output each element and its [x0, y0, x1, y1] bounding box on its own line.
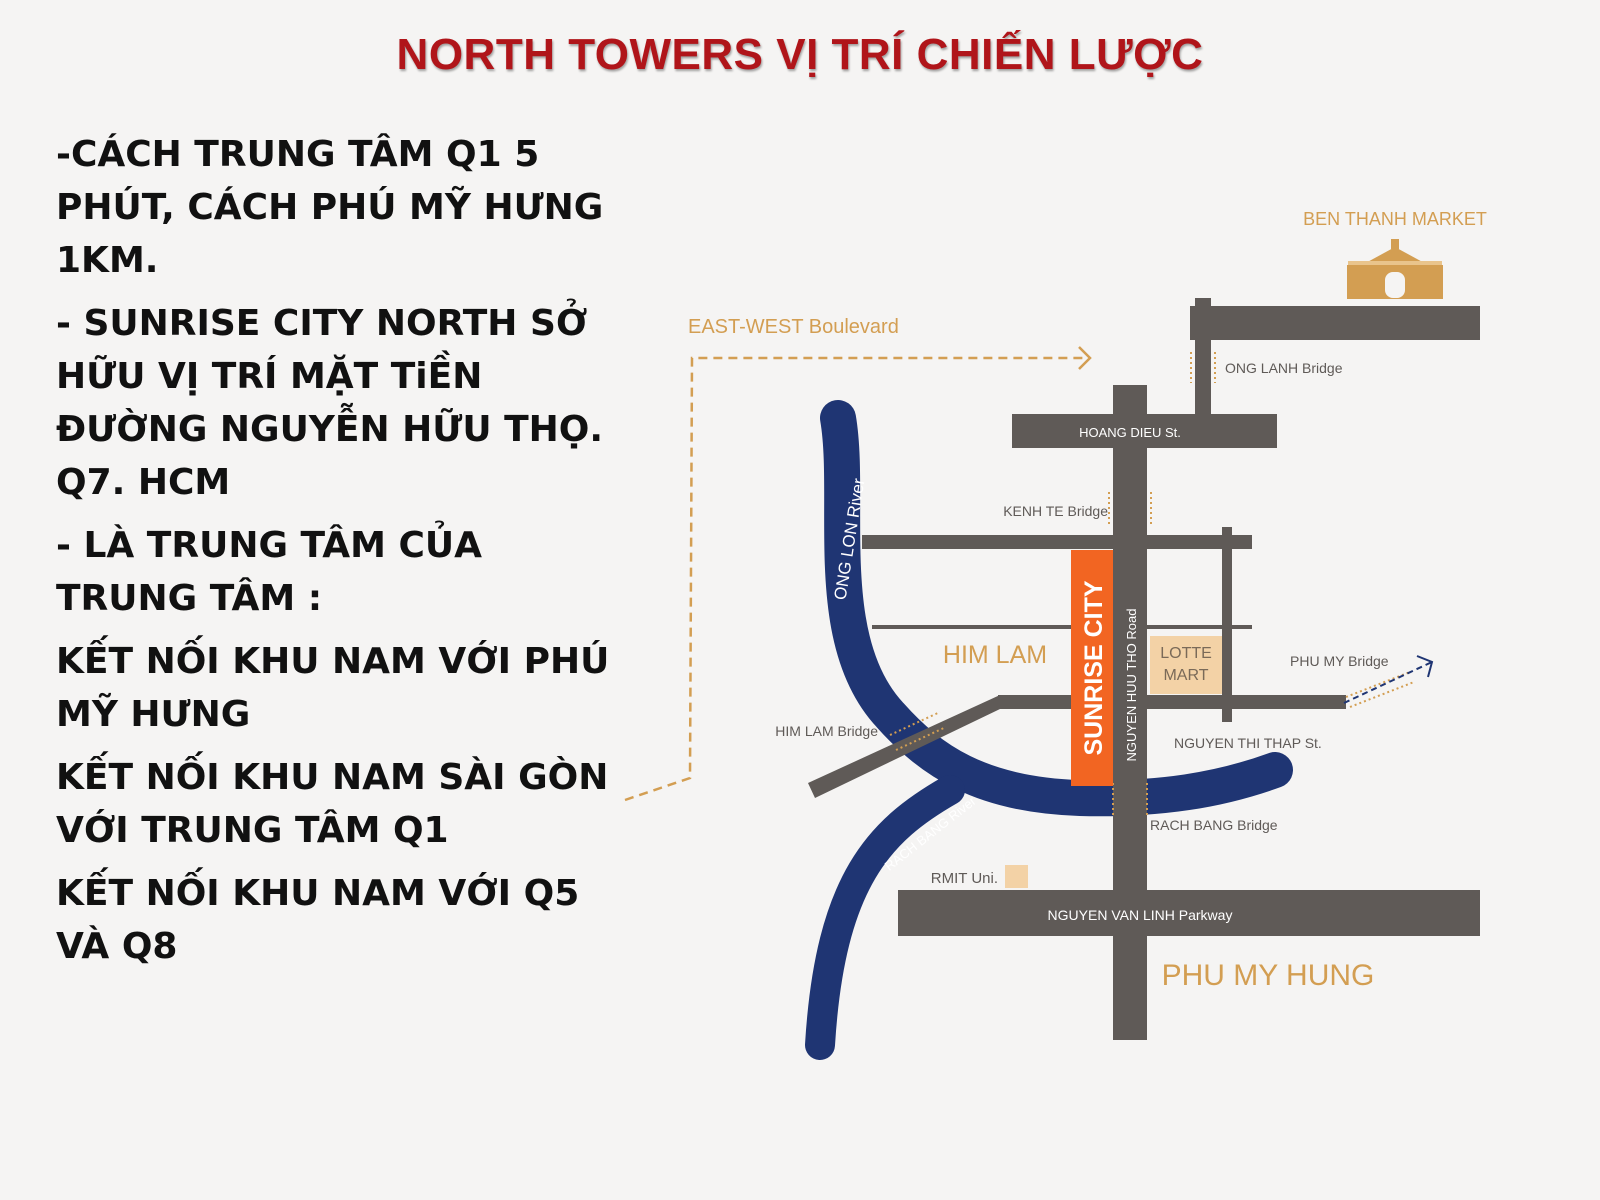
- paragraph-connect-q1: KẾT NỐI KHU NAM SÀI GÒN VỚI TRUNG TÂM Q1: [56, 757, 609, 851]
- paragraph-distance: -CÁCH TRUNG TÂM Q1 5 PHÚT, CÁCH PHÚ MỸ H…: [56, 134, 604, 281]
- bridge-markers: [889, 352, 1415, 818]
- paragraph-connect-phu-my-hung: KẾT NỐI KHU NAM VỚI PHÚ MỸ HƯNG: [56, 641, 610, 735]
- phu-my-bridge-label: PHU MY Bridge: [1290, 653, 1389, 669]
- nguyen-thi-thap-label: NGUYEN THI THAP St.: [1174, 735, 1322, 751]
- phu-my-bridge-marker: [1345, 671, 1411, 698]
- hoang-dieu-label: HOANG DIEU St.: [1079, 425, 1181, 440]
- lotte-mart-block: [1150, 636, 1222, 694]
- mart-label: MART: [1163, 667, 1208, 684]
- rmit-block: [1005, 865, 1028, 888]
- road-network: [808, 298, 1480, 1040]
- market-door: [1385, 272, 1405, 298]
- description-text: -CÁCH TRUNG TÂM Q1 5 PHÚT, CÁCH PHÚ MỸ H…: [56, 128, 616, 983]
- nguyen-huu-tho-label: NGUYEN HUU THO Road: [1124, 609, 1139, 762]
- road-ong-lanh-connector: [1195, 298, 1211, 418]
- road-right-vertical: [1222, 527, 1232, 722]
- road-him-lam-diagonal: [808, 695, 1000, 798]
- paragraph-connect-q5-q8: KẾT NỐI KHU NAM VỚI Q5 VÀ Q8: [56, 873, 580, 967]
- road-mid-cross: [872, 625, 1252, 629]
- him-lam-bridge-marker: [889, 711, 941, 736]
- road-nguyen-van-linh: [898, 890, 1480, 936]
- rmit-label: RMIT Uni.: [931, 870, 998, 887]
- sunrise-city-block: [1071, 550, 1113, 786]
- rach-bang-bridge-label: RACH BANG Bridge: [1150, 817, 1278, 833]
- paragraph-center: - LÀ TRUNG TÂM CỦA TRUNG TÂM :: [56, 525, 483, 619]
- phu-my-hung-label: PHU MY HUNG: [1162, 959, 1375, 992]
- road-nguyen-thi-thap: [998, 695, 1346, 709]
- kenh-te-label: KENH TE Bridge: [1003, 503, 1108, 519]
- east-west-arrow-icon: [1078, 346, 1092, 370]
- paragraph-frontage: - SUNRISE CITY NORTH SỞ HỮU VỊ TRÍ MẶT T…: [56, 303, 604, 503]
- ong-lanh-label: ONG LANH Bridge: [1225, 360, 1343, 376]
- phu-my-route: [1343, 661, 1433, 704]
- sunrise-city-label: SUNRISE CITY: [1080, 580, 1108, 755]
- phu-my-arrow-icon: [1416, 655, 1434, 678]
- nguyen-van-linh-label: NGUYEN VAN LINH Parkway: [1048, 907, 1233, 923]
- east-west-label: EAST-WEST Boulevard: [688, 316, 899, 338]
- ben-thanh-label: BEN THANH MARKET: [1303, 209, 1487, 229]
- east-west-route: [624, 356, 1088, 802]
- road-ben-thanh: [1190, 306, 1480, 340]
- rach-bang-river: [805, 775, 965, 1060]
- road-upper-cross: [862, 535, 1252, 549]
- him-lam-bridge-label: HIM LAM Bridge: [775, 723, 878, 739]
- page-title: NORTH TOWERS VỊ TRÍ CHIẾN LƯỢC: [396, 30, 1204, 79]
- him-lam-label: HIM LAM: [943, 641, 1047, 669]
- ong-lon-river: [820, 400, 1293, 817]
- lotte-label: LOTTE: [1160, 645, 1212, 662]
